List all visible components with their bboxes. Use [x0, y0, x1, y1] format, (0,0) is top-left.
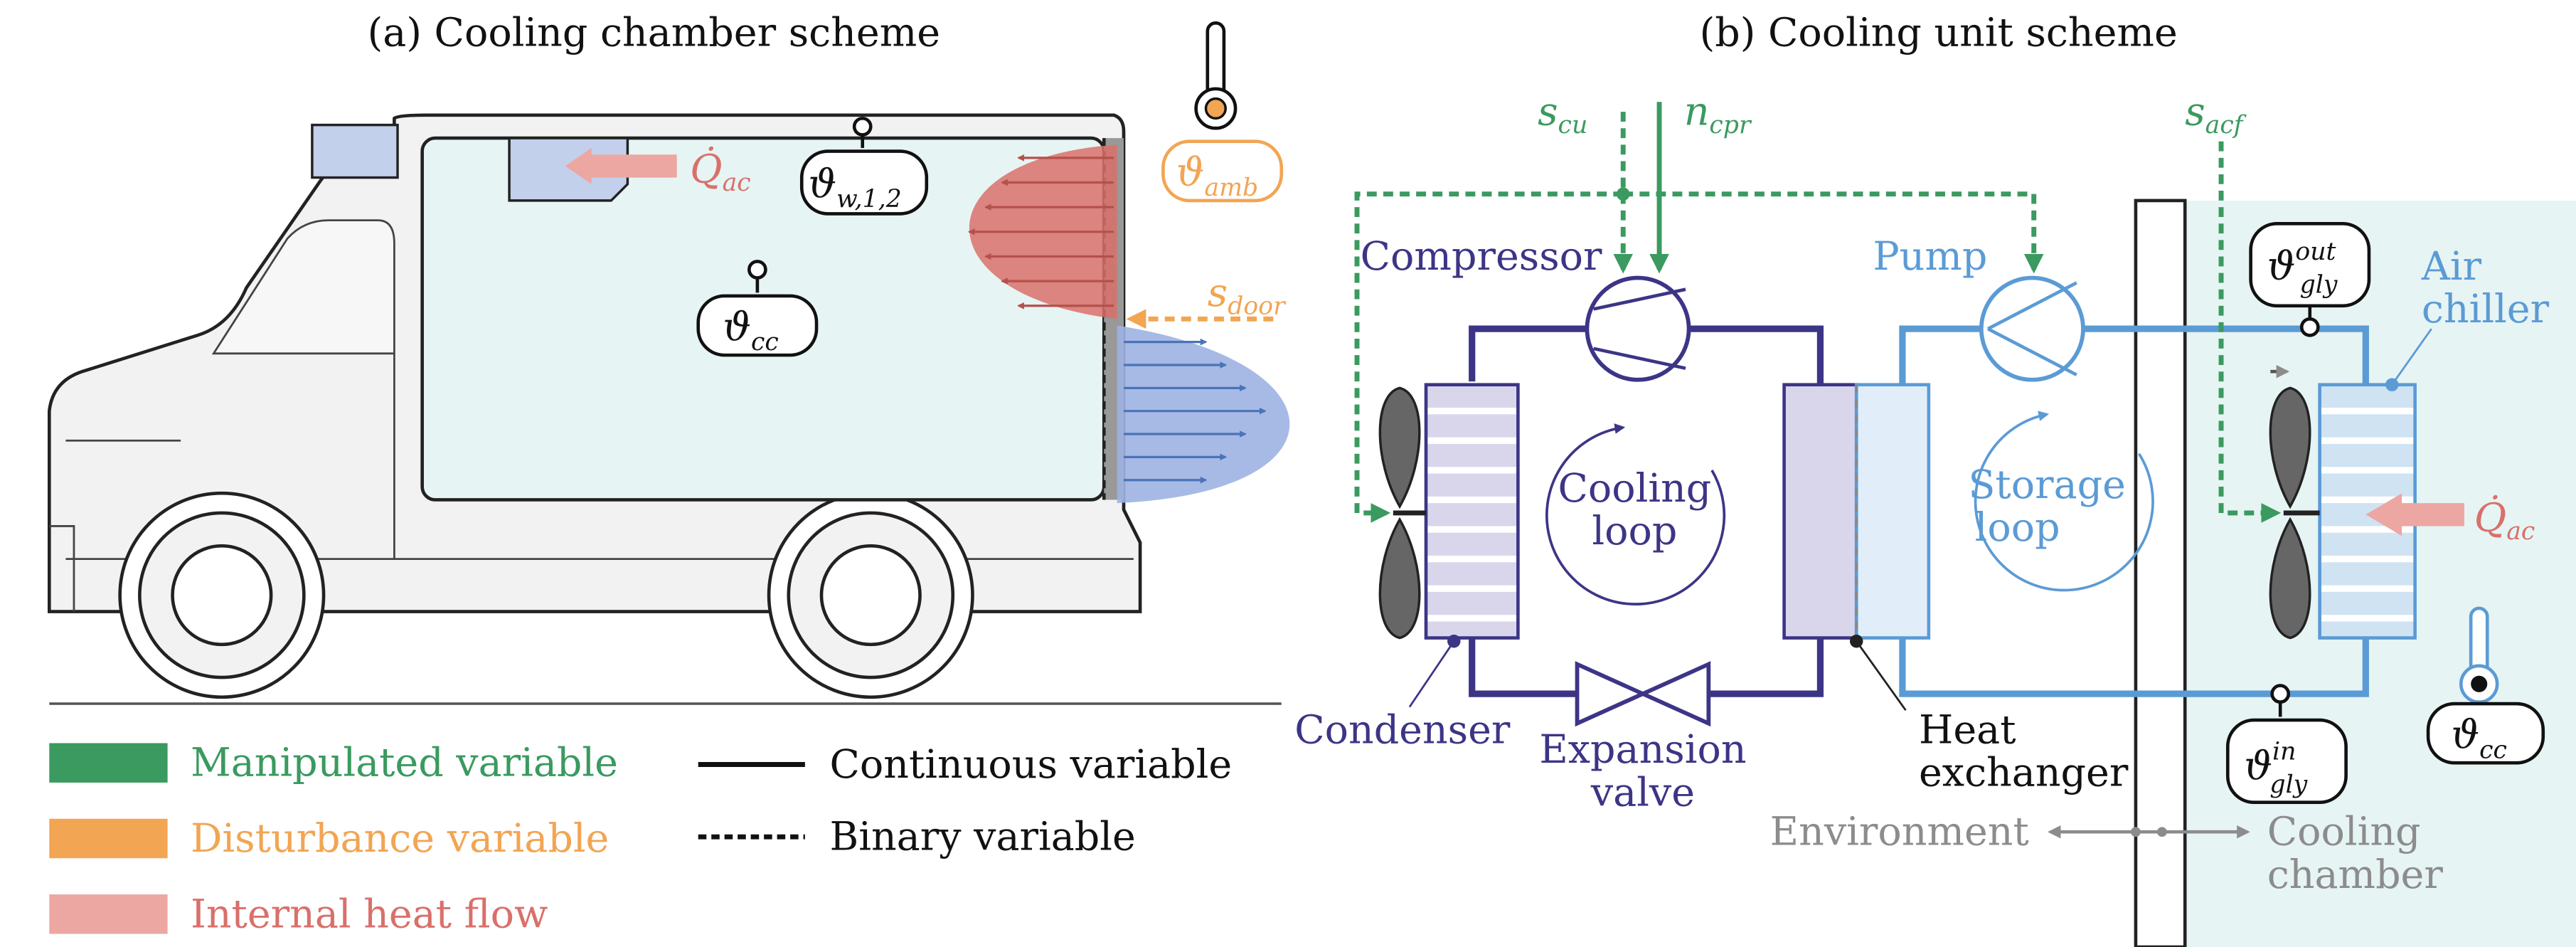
- expansion-valve: [1575, 661, 1711, 727]
- cooling-loop-circulation: [1545, 423, 1726, 605]
- s-acf-label: sacf: [2185, 90, 2246, 140]
- van: [47, 113, 1282, 705]
- s-cu-to-pump: [1623, 191, 2044, 274]
- heat-flow-profile: [969, 144, 1290, 504]
- q-ac-arrow-b: [2365, 493, 2464, 536]
- label-air-chiller-2: chiller: [2422, 287, 2550, 332]
- label-air-chiller-1: Air: [2421, 244, 2482, 290]
- label-cooling-loop-2: loop: [1592, 509, 1677, 554]
- condenser-fan: [1378, 386, 1427, 640]
- q-ac-label-b: Q̇ac: [2474, 494, 2535, 546]
- air-chiller-fan: [2269, 386, 2320, 640]
- condenser-leader: [1408, 640, 1455, 708]
- label-chamber-2: chamber: [2267, 852, 2444, 898]
- svg-text:ϑcc: ϑcc: [723, 305, 778, 356]
- legend-internal-heat: Internal heat flow: [191, 892, 548, 937]
- compressor: [1585, 275, 1691, 382]
- legend-disturbance: Disturbance variable: [191, 816, 609, 862]
- s-acf-signal-line: [2218, 141, 2282, 523]
- heat-exchanger-leader: [1856, 640, 1907, 711]
- q-ac-label-a: Q̇ac: [690, 145, 751, 197]
- label-compressor: Compressor: [1361, 234, 1602, 280]
- rear-hub: [819, 544, 922, 647]
- label-storage-loop-1: Storage: [1968, 462, 2125, 508]
- s-cu-label: scu: [1538, 90, 1587, 140]
- sensor-amb: ϑamb: [1161, 21, 1284, 203]
- windshield: [211, 219, 395, 355]
- q-ac-arrow-a: [565, 147, 677, 184]
- label-pump: Pump: [1873, 234, 1987, 280]
- n-cpr-label: ncpr: [1684, 90, 1752, 140]
- legend-swatch-internal-heat: [49, 894, 168, 934]
- label-environment: Environment: [1770, 810, 2029, 855]
- svg-text:ϑcc: ϑcc: [2451, 712, 2506, 764]
- label-condenser: Condenser: [1294, 707, 1511, 753]
- storage-loop-circulation: [1974, 411, 2154, 592]
- legend-binary: Binary variable: [830, 815, 1136, 860]
- heat-exchanger-storage-side: [1854, 383, 1931, 640]
- sensor-cc: ϑcc: [696, 260, 819, 357]
- label-chamber-1: Cooling: [2267, 810, 2421, 855]
- heat-exchanger-cooling-side: [1782, 383, 1858, 640]
- title-a: (a) Cooling chamber scheme: [368, 11, 940, 56]
- s-door-label: sdoor: [1208, 270, 1287, 321]
- label-expansion-1: Expansion: [1539, 727, 1746, 773]
- air-chiller-leader: [2391, 328, 2432, 386]
- heat-exchanger-dot: [1850, 634, 1863, 648]
- front-hub: [171, 544, 273, 647]
- condenser: [1424, 383, 1520, 640]
- wall-marker-1: [2131, 827, 2141, 837]
- label-expansion-2: valve: [1590, 770, 1695, 815]
- sensor-cc-b: ϑcc: [2426, 606, 2545, 765]
- svg-text:ϑw,1,2: ϑw,1,2: [808, 162, 901, 213]
- legend-continuous: Continuous variable: [830, 742, 1233, 788]
- legend-swatch-disturbance: [49, 818, 168, 859]
- pump: [1979, 275, 2085, 382]
- legend-swatch-manipulated: [49, 743, 168, 783]
- title-b: (b) Cooling unit scheme: [1700, 11, 2178, 56]
- svg-text:ϑamb: ϑamb: [1176, 150, 1258, 202]
- condenser-dot: [1447, 634, 1461, 648]
- front-bumper: [49, 525, 75, 612]
- cooling-loop-pipes: [1469, 325, 1824, 697]
- label-hx-2: exchanger: [1919, 751, 2129, 796]
- s-cu-to-condenser-fan: [1354, 191, 1624, 523]
- legend: Manipulated variable Disturbance variabl…: [49, 741, 1233, 937]
- flow-arrows: [967, 154, 1267, 484]
- outflow-lobe: [1117, 325, 1290, 504]
- air-cooler-unit: [508, 137, 629, 202]
- label-storage-loop-2: loop: [1975, 505, 2060, 551]
- storage-loop-pipes: [1899, 325, 2369, 697]
- label-cooling-loop-1: Cooling: [1558, 466, 1712, 512]
- sensor-wall: ϑw,1,2: [799, 117, 929, 216]
- wall: [2134, 199, 2187, 947]
- wall-marker-2: [2156, 827, 2167, 837]
- legend-manipulated: Manipulated variable: [191, 741, 618, 786]
- label-hx-1: Heat: [1919, 707, 2016, 753]
- roof-box: [311, 123, 399, 179]
